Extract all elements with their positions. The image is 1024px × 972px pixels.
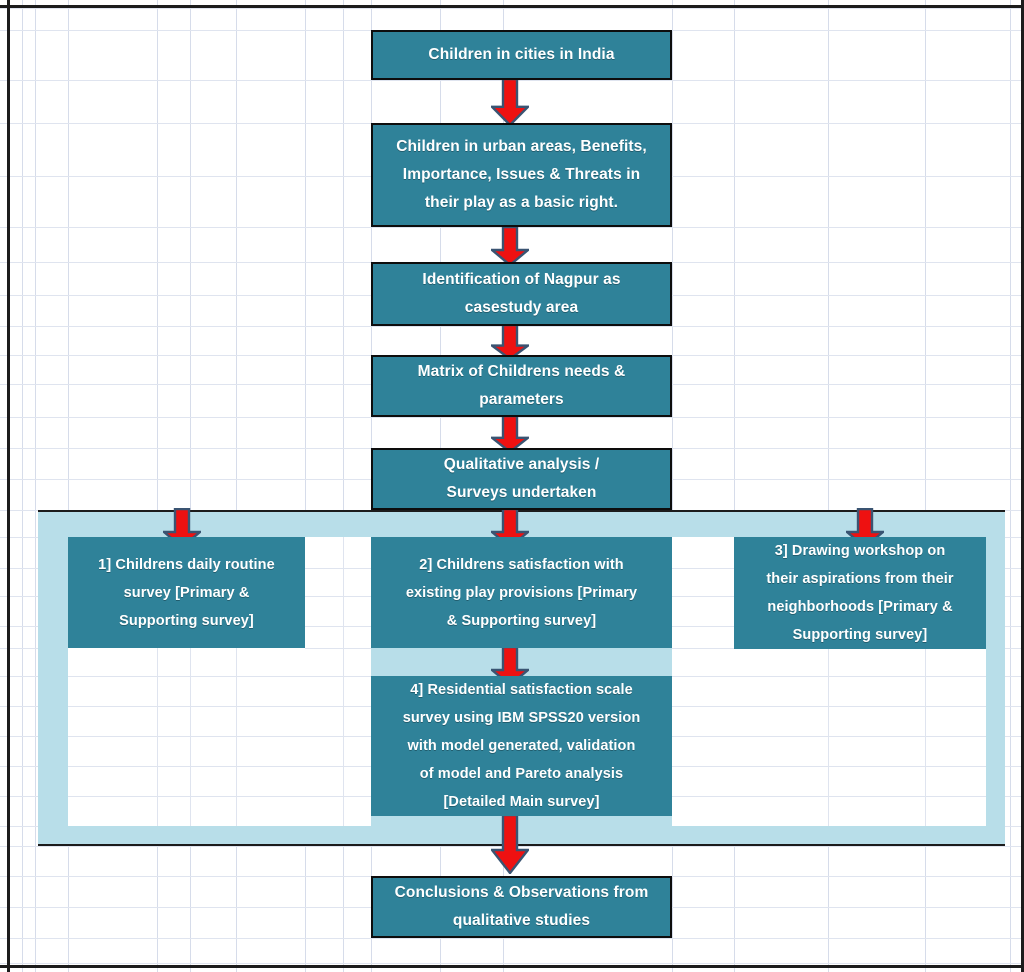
flow-node-s3[interactable]: 3] Drawing workshop on their aspirations… <box>734 537 986 649</box>
grid-row-line <box>305 648 371 649</box>
grid-row-line <box>734 796 986 797</box>
grid-row-line <box>672 796 734 797</box>
grid-row-line <box>68 676 305 677</box>
flow-arrow-down-icon <box>491 415 529 453</box>
grid-row-line <box>672 736 734 737</box>
grid-column-line <box>828 649 829 826</box>
grid-column-line <box>343 0 344 972</box>
grid-row-line <box>305 626 371 627</box>
grid-row-line <box>68 706 305 707</box>
grid-row-line <box>0 938 1024 939</box>
grid-row-line <box>68 736 305 737</box>
flow-node-label: Qualitative analysis / Surveys undertake… <box>443 456 600 501</box>
flow-node-label: Conclusions & Observations from qualitat… <box>394 884 649 929</box>
grid-column-line <box>343 537 344 826</box>
grid-row-line <box>672 706 734 707</box>
grid-row-line <box>672 676 734 677</box>
grid-row-line <box>305 706 371 707</box>
grid-row-line <box>305 596 371 597</box>
grid-row-line <box>734 736 986 737</box>
band-gap <box>734 649 986 826</box>
flow-node-label: Identification of Nagpur as casestudy ar… <box>422 271 621 316</box>
sheet-border-right <box>1021 0 1024 972</box>
grid-column-line <box>236 0 237 972</box>
grid-row-line <box>68 796 305 797</box>
grid-row-line <box>305 568 371 569</box>
grid-column-line <box>68 0 69 972</box>
flow-node-n6[interactable]: Conclusions & Observations from qualitat… <box>371 876 672 938</box>
flow-node-s4[interactable]: 4] Residential satisfaction scale survey… <box>371 676 672 816</box>
flow-node-s2[interactable]: 2] Childrens satisfaction with existing … <box>371 537 672 648</box>
grid-column-line <box>1010 0 1011 972</box>
flow-node-label: 3] Drawing workshop on their aspirations… <box>766 543 954 643</box>
sheet-border-bottom <box>0 965 1024 968</box>
sheet-border-left <box>7 0 10 972</box>
grid-row-line <box>672 766 734 767</box>
flow-node-label: Children in cities in India <box>428 46 615 63</box>
grid-row-line <box>672 648 734 649</box>
flow-node-n5[interactable]: Qualitative analysis / Surveys undertake… <box>371 448 672 510</box>
sheet-border-top <box>0 5 1024 8</box>
flow-node-label: 1] Childrens daily routine survey [Prima… <box>98 556 275 629</box>
band-gap <box>672 537 734 826</box>
flow-node-label: 2] Childrens satisfaction with existing … <box>405 556 638 629</box>
grid-row-line <box>672 596 734 597</box>
grid-column-line <box>925 0 926 972</box>
grid-column-line <box>157 648 158 826</box>
grid-column-line <box>190 0 191 972</box>
flow-node-n4[interactable]: Matrix of Childrens needs & parameters <box>371 355 672 417</box>
grid-row-line <box>68 766 305 767</box>
flow-node-s1[interactable]: 1] Childrens daily routine survey [Prima… <box>68 537 305 648</box>
grid-row-line <box>672 568 734 569</box>
grid-row-line <box>305 796 371 797</box>
grid-column-line <box>35 0 36 972</box>
flow-node-label: 4] Residential satisfaction scale survey… <box>402 682 641 810</box>
grid-row-line <box>305 736 371 737</box>
flow-node-label: Children in urban areas, Benefits, Impor… <box>396 138 647 211</box>
flow-node-n2[interactable]: Children in urban areas, Benefits, Impor… <box>371 123 672 227</box>
flow-node-label: Matrix of Childrens needs & parameters <box>417 363 626 408</box>
flow-node-n3[interactable]: Identification of Nagpur as casestudy ar… <box>371 262 672 326</box>
grid-row-line <box>305 766 371 767</box>
flow-arrow-down-icon <box>491 78 529 126</box>
grid-row-line <box>734 706 986 707</box>
flow-arrow-down-icon <box>491 226 529 266</box>
grid-column-line <box>190 648 191 826</box>
grid-row-line <box>734 766 986 767</box>
grid-column-line <box>734 0 735 972</box>
grid-column-line <box>305 0 306 972</box>
grid-column-line <box>236 648 237 826</box>
flow-node-n1[interactable]: Children in cities in India <box>371 30 672 80</box>
flow-arrow-down-icon <box>491 814 529 874</box>
band-gap <box>68 648 305 826</box>
grid-row-line <box>0 963 1024 964</box>
grid-row-line <box>734 676 986 677</box>
grid-column-line <box>22 0 23 972</box>
grid-row-line <box>305 676 371 677</box>
band-gap <box>305 537 371 826</box>
grid-column-line <box>157 0 158 972</box>
grid-column-line <box>672 0 673 972</box>
grid-row-line <box>0 8 1024 9</box>
flow-arrow-down-icon <box>491 324 529 360</box>
grid-column-line <box>828 0 829 972</box>
grid-row-line <box>672 626 734 627</box>
grid-column-line <box>925 649 926 826</box>
